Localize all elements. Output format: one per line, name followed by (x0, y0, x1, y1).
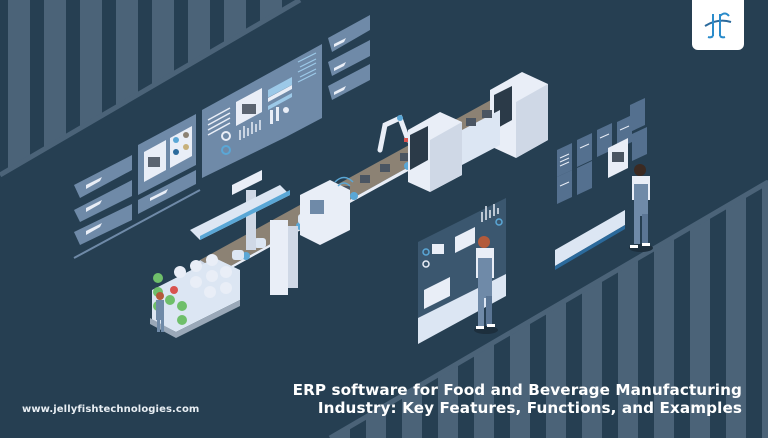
title-line-2: Industry: Key Features, Functions, and E… (317, 399, 742, 417)
website-url[interactable]: www.jellyfishtechnologies.com (22, 404, 200, 415)
holographic-panels-left (73, 15, 370, 259)
jellyfish-logo-icon (704, 12, 732, 39)
banner-title: ERP software for Food and Beverage Manuf… (282, 381, 742, 417)
conveyor-line (190, 72, 548, 295)
worker-at-pallet (156, 292, 164, 332)
title-line-1: ERP software for Food and Beverage Manuf… (292, 381, 742, 399)
dashboard-worker-right (555, 98, 653, 270)
robotic-arm (377, 114, 411, 153)
jellyfish-logo[interactable] (692, 0, 744, 50)
dashboard-worker-center (418, 198, 506, 344)
wifi-icon (334, 176, 354, 187)
